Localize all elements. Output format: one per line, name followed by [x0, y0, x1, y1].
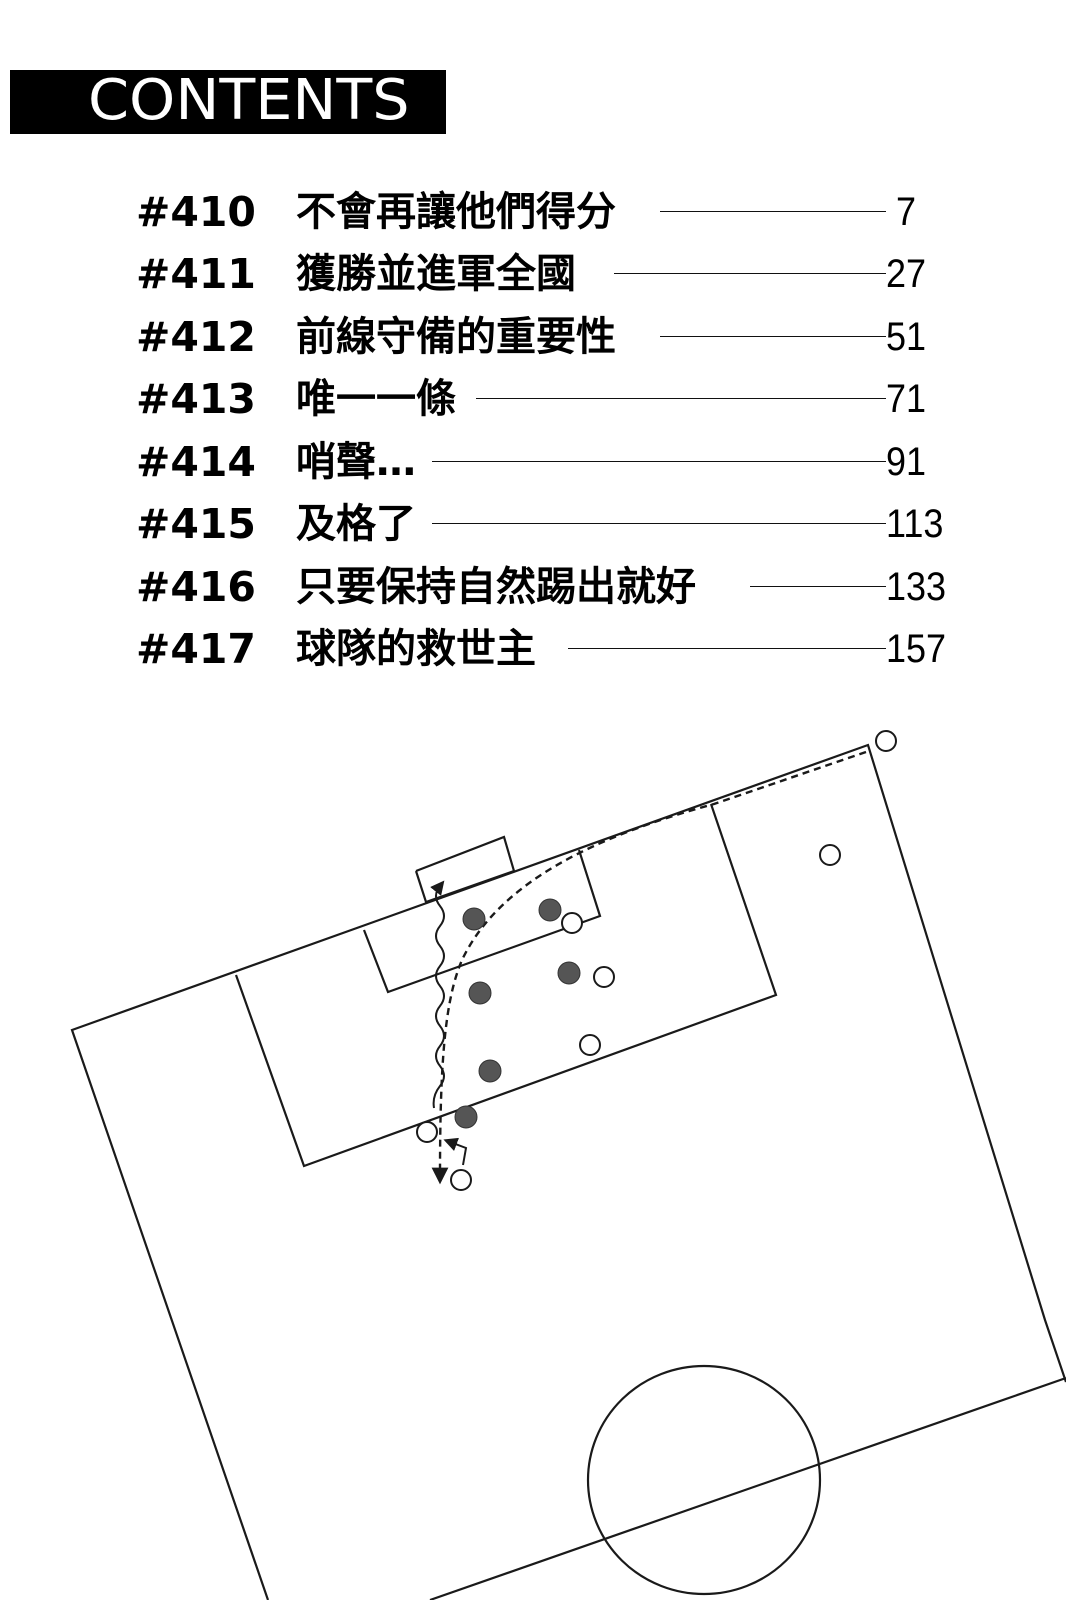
table-of-contents: #410 不會再讓他們得分 7 #411 獲勝並進軍全國 27 #412 前線守…: [0, 0, 1066, 700]
chapter-number: #416: [136, 563, 256, 611]
leader-line: [614, 273, 886, 274]
player-run-wavy: [430, 880, 445, 1109]
chapter-title: 獲勝並進軍全國: [296, 251, 576, 297]
leader-line: [660, 211, 886, 212]
leader-line: [476, 398, 886, 399]
page-number: 113: [886, 502, 944, 546]
player-filled: [538, 898, 562, 922]
player-open: [819, 844, 841, 866]
goal: [414, 835, 516, 904]
chapter-number: #414: [136, 438, 256, 486]
short-pass-arrow: [443, 1137, 468, 1166]
player-open: [416, 1121, 438, 1143]
page-number: 27: [886, 252, 927, 296]
chapter-title: 及格了: [296, 501, 416, 547]
toc-entry-413[interactable]: #413 唯一一條 71: [0, 369, 1066, 429]
player-open: [875, 730, 897, 752]
leader-line: [432, 461, 886, 462]
leader-line: [750, 586, 886, 587]
player-filled: [462, 907, 486, 931]
chapter-number: #417: [136, 625, 256, 673]
chapter-title: 只要保持自然踢出就好: [296, 564, 696, 610]
toc-entry-412[interactable]: #412 前線守備的重要性 51: [0, 307, 1066, 367]
player-filled: [478, 1059, 502, 1083]
chapter-number: #411: [136, 250, 256, 298]
player-open: [593, 966, 615, 988]
page-title: CONTENTS: [88, 68, 410, 133]
page-number: 7: [896, 190, 917, 234]
center-circle: [586, 1364, 822, 1596]
chapter-title: 不會再讓他們得分: [296, 189, 616, 235]
chapter-number: #415: [136, 500, 256, 548]
penalty-area: [234, 803, 778, 1168]
toc-entry-416[interactable]: #416 只要保持自然踢出就好 133: [0, 557, 1066, 617]
leader-line: [660, 336, 886, 337]
chapter-title: 前線守備的重要性: [296, 314, 616, 360]
leader-line: [432, 523, 886, 524]
toc-entry-411[interactable]: #411 獲勝並進軍全國 27: [0, 244, 1066, 304]
page-number: 91: [886, 440, 927, 484]
goal-area: [362, 849, 602, 994]
chapter-title: 哨聲…: [296, 439, 416, 485]
chapter-number: #410: [136, 188, 256, 236]
player-open: [561, 912, 583, 934]
player-filled: [468, 981, 492, 1005]
halfway-line: [429, 1376, 1066, 1600]
chapter-title: 唯一一條: [296, 376, 456, 422]
toc-entry-415[interactable]: #415 及格了 113: [0, 494, 1066, 554]
player-filled: [454, 1105, 478, 1129]
chapter-title: 球隊的救世主: [296, 626, 536, 672]
page-number: 133: [886, 565, 947, 609]
soccer-field-diagram: [70, 730, 1066, 1600]
chapter-number: #413: [136, 375, 256, 423]
leader-line: [568, 648, 886, 649]
page-number: 157: [886, 627, 947, 671]
toc-entry-417[interactable]: #417 球隊的救世主 157: [0, 619, 1066, 679]
page-number: 51: [886, 315, 927, 359]
header-band: [10, 70, 446, 134]
player-open: [579, 1034, 601, 1056]
toc-entry-410[interactable]: #410 不會再讓他們得分 7: [0, 182, 1066, 242]
page-number: 71: [886, 377, 927, 421]
player-open: [450, 1169, 472, 1191]
ball-trajectory-dashed: [431, 750, 867, 1185]
chapter-number: #412: [136, 313, 256, 361]
toc-entry-414[interactable]: #414 哨聲… 91: [0, 432, 1066, 492]
pitch-boundary: [70, 743, 1066, 1600]
player-filled: [557, 961, 581, 985]
